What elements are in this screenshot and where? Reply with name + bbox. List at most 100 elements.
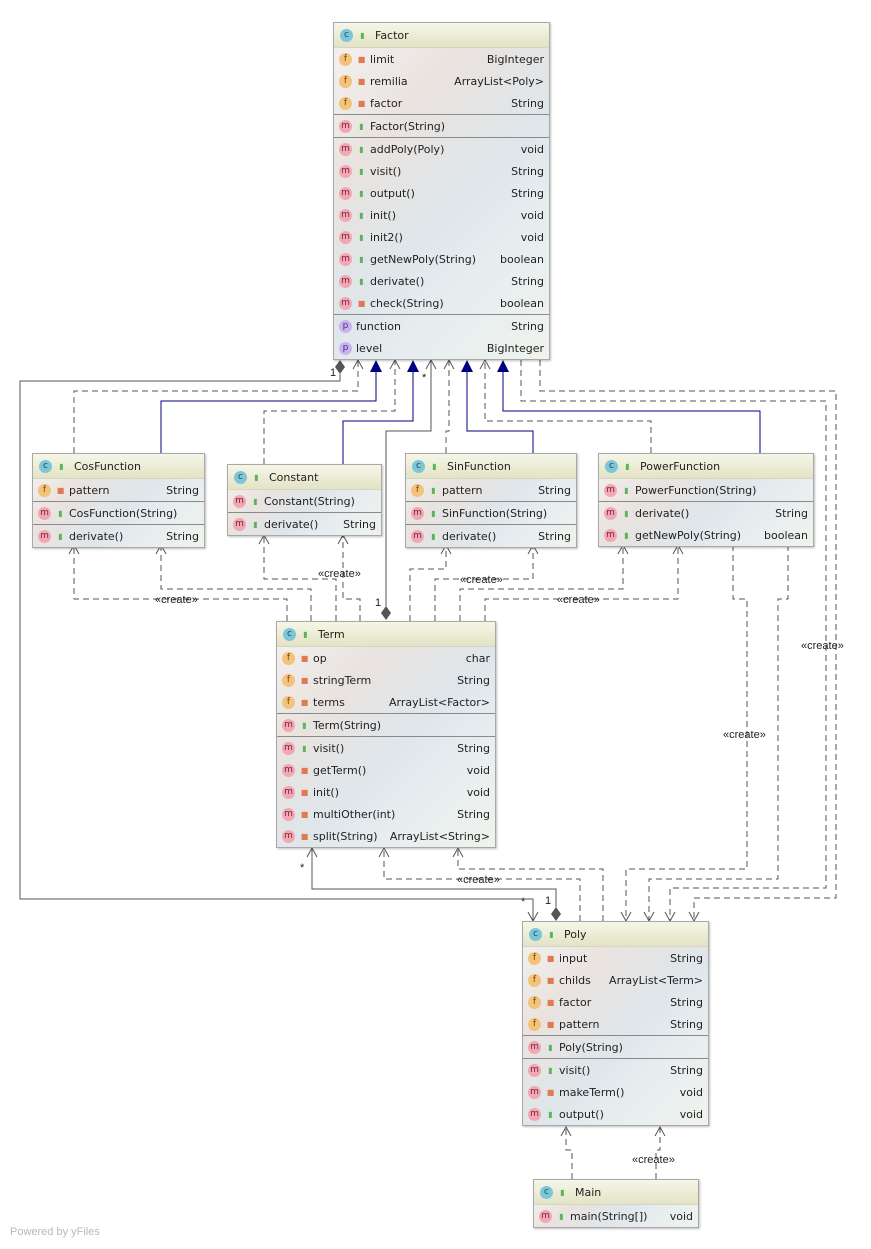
method-row[interactable]: m▮derivate()String	[599, 502, 813, 524]
composition-diamond-icon	[381, 606, 391, 620]
method-row[interactable]: m■init()void	[277, 781, 495, 803]
constructor-row[interactable]: m▮Poly(String)	[523, 1036, 708, 1058]
open-arrow-icon	[452, 846, 464, 858]
constructor-row[interactable]: m▮Factor(String)	[334, 115, 549, 137]
class-main[interactable]: c ▮ Main m▮main(String[])void	[533, 1179, 699, 1228]
method-icon: m	[339, 230, 352, 244]
method-row[interactable]: m▮visit()String	[523, 1059, 708, 1081]
public-icon: ▮	[360, 30, 365, 40]
static-field-icon: f	[38, 483, 51, 497]
return-type: String	[511, 164, 544, 178]
method-row[interactable]: m▮derivate()String	[406, 525, 576, 547]
private-lock-icon: ■	[56, 485, 65, 495]
public-icon: ▮	[432, 461, 437, 471]
return-type: String	[538, 529, 571, 543]
public-icon: ▮	[302, 743, 307, 753]
public-icon: ▮	[253, 496, 258, 506]
method-row[interactable]: m▮main(String[])void	[534, 1205, 698, 1227]
constructor-row[interactable]: m▮Constant(String)	[228, 490, 381, 512]
method-name: SinFunction(String)	[442, 506, 548, 520]
private-lock-icon: ■	[300, 831, 309, 841]
return-type: boolean	[500, 296, 544, 310]
field-type: String	[670, 951, 703, 965]
private-lock-icon: ■	[546, 1019, 555, 1029]
return-type: String	[343, 517, 376, 531]
multiplicity-many: *	[300, 862, 305, 874]
method-row[interactable]: m▮init()void	[334, 204, 549, 226]
public-icon: ▮	[559, 1211, 564, 1221]
class-powerfunction[interactable]: c ▮ PowerFunction m▮PowerFunction(String…	[598, 453, 814, 547]
return-type: void	[520, 142, 544, 156]
method-row[interactable]: m▮getNewPoly(String)boolean	[334, 248, 549, 270]
field-icon: f	[282, 695, 295, 709]
method-icon: m	[604, 528, 617, 542]
method-row[interactable]: m▮init2()void	[334, 226, 549, 248]
method-row[interactable]: m■getTerm()void	[277, 759, 495, 781]
method-row[interactable]: m▮visit()String	[277, 737, 495, 759]
constructor-row[interactable]: m▮SinFunction(String)	[406, 502, 576, 524]
public-icon: ▮	[431, 531, 436, 541]
method-row[interactable]: m■check(String)boolean	[334, 292, 549, 314]
method-row[interactable]: m▮addPoly(Poly)void	[334, 138, 549, 160]
private-lock-icon: ■	[546, 997, 555, 1007]
class-header: c ▮ CosFunction	[33, 454, 204, 479]
generalization-sin-factor	[466, 372, 534, 453]
constructor-row[interactable]: m▮PowerFunction(String)	[599, 479, 813, 501]
constructor-row[interactable]: m▮CosFunction(String)	[33, 502, 204, 524]
method-row[interactable]: m▮derivate()String	[33, 525, 204, 547]
return-type: String	[670, 1063, 703, 1077]
create-term-sin	[409, 545, 447, 621]
field-name: input	[559, 951, 588, 965]
method-row[interactable]: m▮output()void	[523, 1103, 708, 1125]
public-icon: ▮	[560, 1187, 565, 1197]
field-name: op	[313, 651, 327, 665]
method-icon: m	[411, 529, 424, 543]
multiplicity-one: 1	[375, 597, 382, 609]
generalization-power-factor	[502, 372, 761, 453]
public-icon: ▮	[359, 276, 364, 286]
method-name: split(String)	[313, 829, 378, 843]
method-row[interactable]: m■split(String)ArrayList<String>	[277, 825, 495, 847]
method-row[interactable]: m▮derivate()String	[334, 270, 549, 292]
method-row[interactable]: m■makeTerm()void	[523, 1081, 708, 1103]
method-row[interactable]: m▮derivate()String	[228, 513, 381, 535]
field-name: pattern	[442, 483, 483, 497]
method-name: derivate()	[635, 506, 690, 520]
constructor-row[interactable]: m▮Term(String)	[277, 714, 495, 736]
method-name: derivate()	[370, 274, 425, 288]
method-name: init()	[370, 208, 396, 222]
edge-label-create: «create»	[557, 594, 600, 606]
class-name: Main	[575, 1185, 602, 1199]
open-arrow-icon	[352, 358, 364, 370]
class-name: SinFunction	[447, 459, 511, 473]
return-type: boolean	[500, 252, 544, 266]
method-row[interactable]: m■multiOther(int)String	[277, 803, 495, 825]
method-row[interactable]: m▮output()String	[334, 182, 549, 204]
method-row[interactable]: m▮visit()String	[334, 160, 549, 182]
method-icon: m	[339, 296, 352, 310]
class-header: c ▮ SinFunction	[406, 454, 576, 479]
class-constant[interactable]: c ▮ Constant m▮Constant(String) m▮deriva…	[227, 464, 382, 536]
method-row[interactable]: m▮getNewPoly(String)boolean	[599, 524, 813, 546]
methods-section: m▮visit()String m■makeTerm()void m▮outpu…	[523, 1059, 708, 1125]
method-name: init()	[313, 785, 339, 799]
